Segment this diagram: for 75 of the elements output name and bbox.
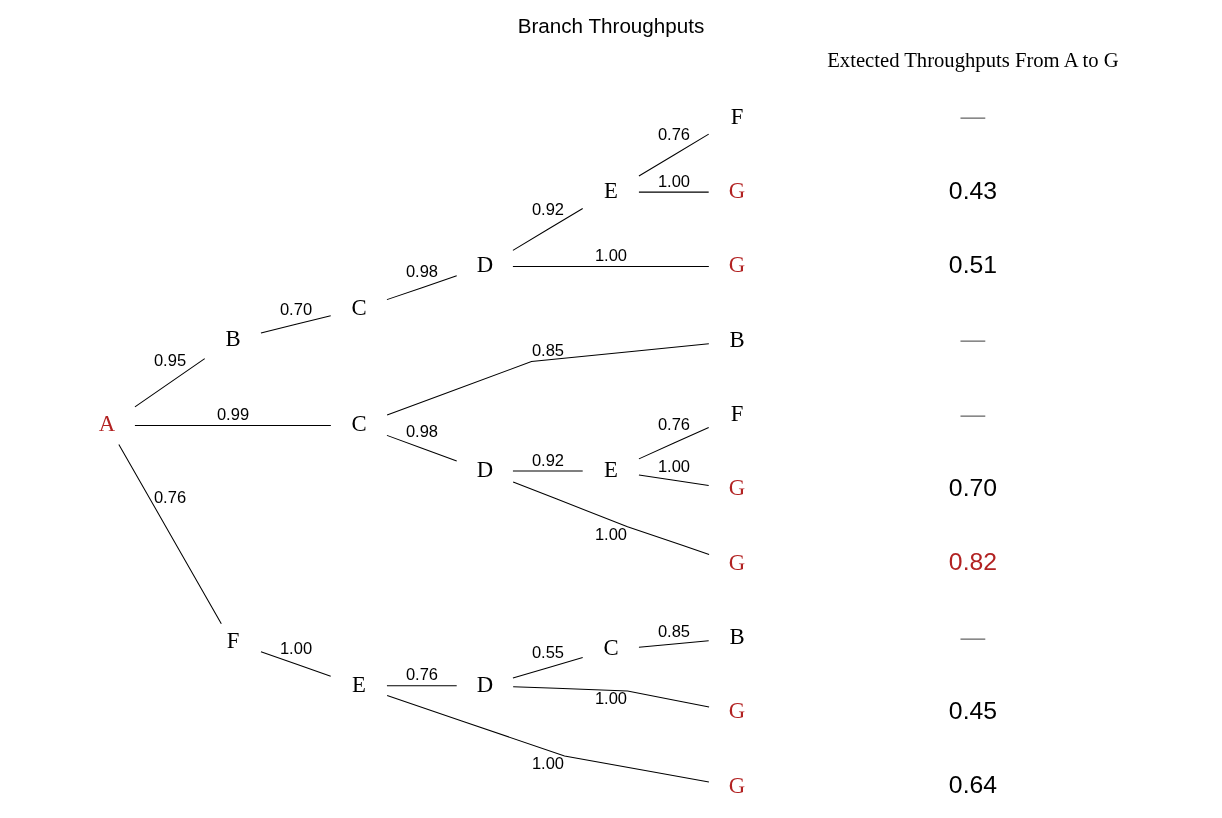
connector [118,443,222,625]
label: 0.70 [948,473,998,501]
node-text: G [728,252,746,278]
label: — [960,325,986,353]
edge-label: 0.95 [153,351,187,371]
edge-label: 0.92 [531,199,565,219]
node-text: D [476,671,494,697]
edge-label: 0.76 [657,415,691,435]
node-text: G [728,772,746,798]
edge-label: 0.76 [657,125,691,145]
connector [512,657,584,679]
node-text: B [729,624,745,650]
label: 0.45 [948,697,998,725]
diagram-title: Branch Throughputs [517,14,705,38]
connector [386,685,458,687]
node-text: G [728,698,746,724]
node-text: G [728,177,746,203]
edge-label: 1.00 [531,754,565,774]
connector [512,686,710,708]
node-text: A [98,411,116,437]
edge-label: 0.85 [657,622,691,642]
connector [512,207,584,251]
label: 0.82 [948,548,998,576]
node-text: G [728,475,746,501]
node-text: F [730,103,744,129]
label: — [960,399,986,427]
edge-label: 1.00 [594,524,628,544]
connector [386,434,458,462]
node-text: E [604,456,618,482]
node-text: E [352,671,366,697]
node-text: B [225,325,241,351]
node-text: F [730,400,744,426]
connector [134,425,332,427]
node-text: D [476,252,494,278]
edge-label: 0.98 [405,421,439,441]
edge-label: 0.76 [153,487,187,507]
connector [638,640,710,648]
node-text: E [604,177,618,203]
connector [638,133,710,177]
edge-label: 1.00 [657,456,691,476]
edge-label: 0.76 [405,665,439,685]
edge-label: 0.98 [405,261,439,281]
connector [638,426,710,460]
edge-label: 1.00 [657,171,691,191]
label: Extected Throughputs From A to G [827,49,1119,72]
node-text: C [351,294,367,320]
edge-label: 0.92 [531,450,565,470]
node-text: F [226,628,240,654]
label: — [960,102,986,130]
label: 0.64 [948,771,998,799]
connector [638,474,710,486]
edge-label: 0.55 [531,642,565,662]
label: — [960,622,986,650]
label: 0.43 [948,176,998,204]
connector [638,191,710,193]
edge-label: 1.00 [594,246,628,266]
node-text: B [729,326,745,352]
label: 0.51 [948,250,998,278]
edge-label: 0.70 [279,299,313,319]
connector [386,343,710,416]
node-text: C [351,411,367,437]
edge-label: 0.85 [531,341,565,361]
node-text: C [603,635,619,661]
node-text: G [728,549,746,575]
connector [260,651,332,677]
node-text: D [476,456,494,482]
connector [134,358,206,408]
edge-label: 1.00 [279,638,313,658]
connector [512,481,710,555]
connector [386,694,710,783]
connector [512,265,710,267]
edge-label: 1.00 [594,689,628,709]
connector [386,275,458,301]
connector [260,315,332,334]
edge-label: 0.99 [216,405,250,425]
